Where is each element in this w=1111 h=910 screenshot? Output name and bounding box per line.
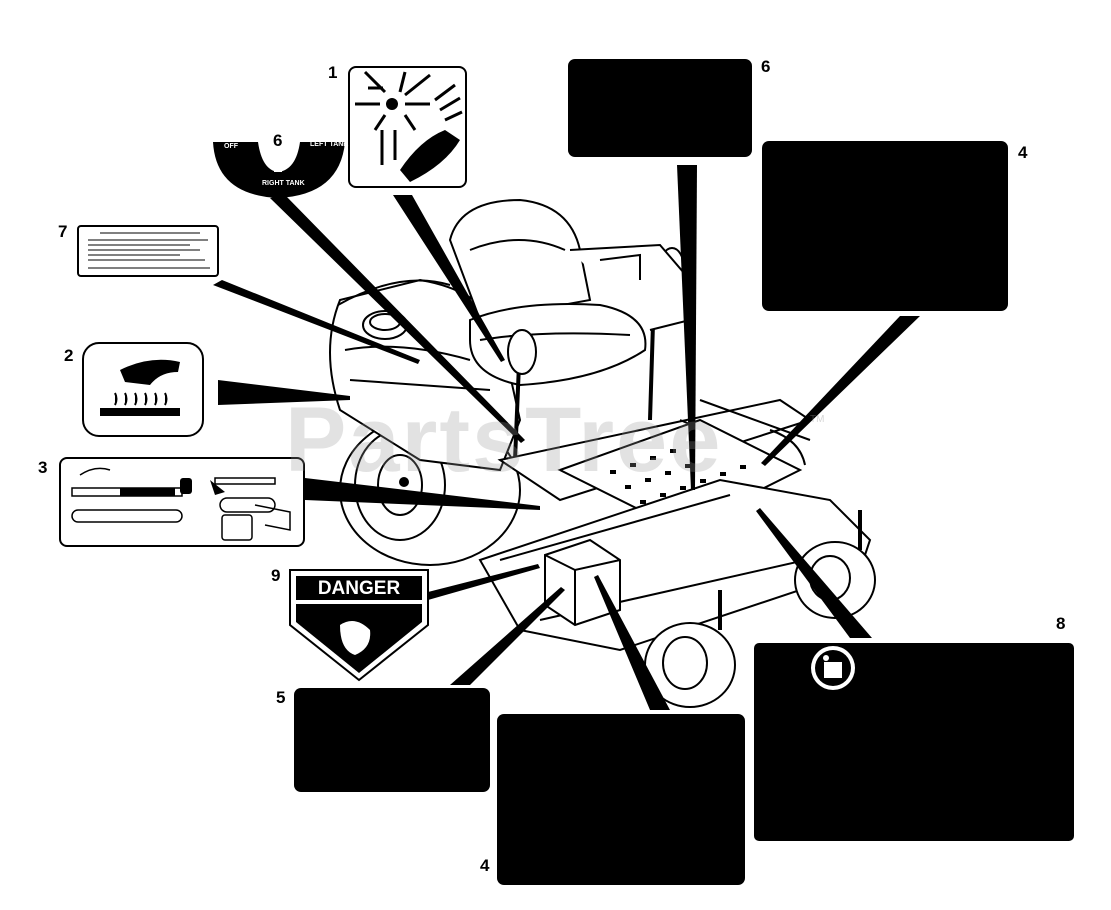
decal-2-hot-surface	[82, 342, 204, 437]
callout-1: 1	[328, 63, 338, 82]
decal-9-danger	[289, 569, 429, 682]
callout-6-top: 6	[761, 57, 771, 76]
decal-6-off-label: OFF	[224, 143, 239, 150]
callout-4-bottom: 4	[480, 856, 490, 875]
decal-6-fuel-selector	[213, 142, 345, 198]
decal-6-left-tank-text: LEFT TANK	[310, 141, 348, 148]
decal-6-left-tank-label: LEFT TANK	[310, 141, 348, 148]
decal-6-right-tank-text: RIGHT TANK	[262, 180, 305, 187]
callout-5: 5	[276, 688, 286, 707]
decal-1-entanglement	[348, 66, 467, 188]
decal-4-bottom-box	[497, 714, 745, 885]
callout-7: 7	[58, 222, 68, 241]
decal-6-right-tank-label: RIGHT TANK	[262, 180, 305, 187]
decal-9-danger-text: DANGER	[318, 578, 401, 599]
decal-6-top-box	[568, 59, 752, 157]
decal-5-box	[294, 688, 490, 792]
callout-3: 3	[38, 458, 48, 477]
decal-8-operator-manual	[754, 643, 1074, 841]
callout-2: 2	[64, 346, 74, 365]
callout-8: 8	[1056, 614, 1066, 633]
decal-3-deck-instructions	[59, 457, 305, 547]
watermark: PartsTree	[285, 389, 723, 491]
callout-4-top: 4	[1018, 143, 1028, 162]
callout-6-left: 6	[273, 131, 283, 150]
decal-4-top-box	[762, 141, 1008, 311]
watermark-tm: TM	[810, 414, 825, 425]
callout-9: 9	[271, 566, 281, 585]
decal-7-instruction	[77, 225, 219, 277]
leader-lines	[213, 165, 920, 710]
